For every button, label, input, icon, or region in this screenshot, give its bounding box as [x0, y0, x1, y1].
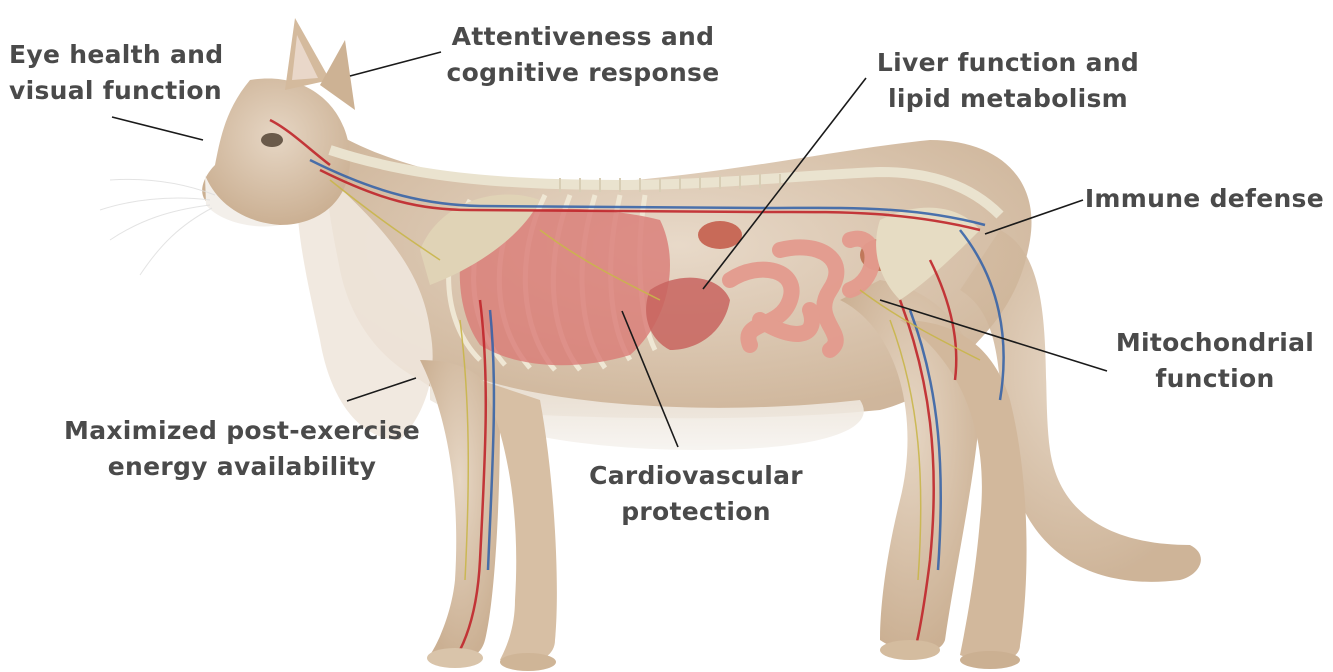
label-liver-function: Liver function and lipid metabolism: [868, 45, 1148, 117]
label-line: visual function: [9, 73, 223, 109]
label-line: function: [1105, 361, 1325, 397]
label-energy-availability: Maximized post-exercise energy availabil…: [52, 413, 432, 485]
label-line: cognitive response: [438, 55, 728, 91]
label-line: Eye health and: [9, 37, 223, 73]
label-immune-defense: Immune defense: [1084, 181, 1324, 217]
leader-attentiveness: [350, 52, 441, 76]
label-cardiovascular: Cardiovascular protection: [578, 458, 814, 530]
front-leg-left: [420, 360, 500, 660]
paw: [500, 653, 556, 671]
eye: [261, 133, 283, 147]
label-line: Cardiovascular: [578, 458, 814, 494]
label-line: energy availability: [52, 449, 432, 485]
label-attentiveness: Attentiveness and cognitive response: [438, 19, 728, 91]
label-line: Maximized post-exercise: [52, 413, 432, 449]
label-line: protection: [578, 494, 814, 530]
label-line: Immune defense: [1084, 181, 1324, 217]
paw: [960, 651, 1020, 669]
label-eye-health: Eye health and visual function: [9, 37, 223, 109]
label-line: lipid metabolism: [868, 81, 1148, 117]
label-mitochondrial: Mitochondrial function: [1105, 325, 1325, 397]
leader-eye: [112, 117, 203, 140]
label-line: Mitochondrial: [1105, 325, 1325, 361]
paw: [880, 640, 940, 660]
label-line: Attentiveness and: [438, 19, 728, 55]
label-line: Liver function and: [868, 45, 1148, 81]
kidney: [698, 221, 742, 249]
paw: [427, 648, 483, 668]
